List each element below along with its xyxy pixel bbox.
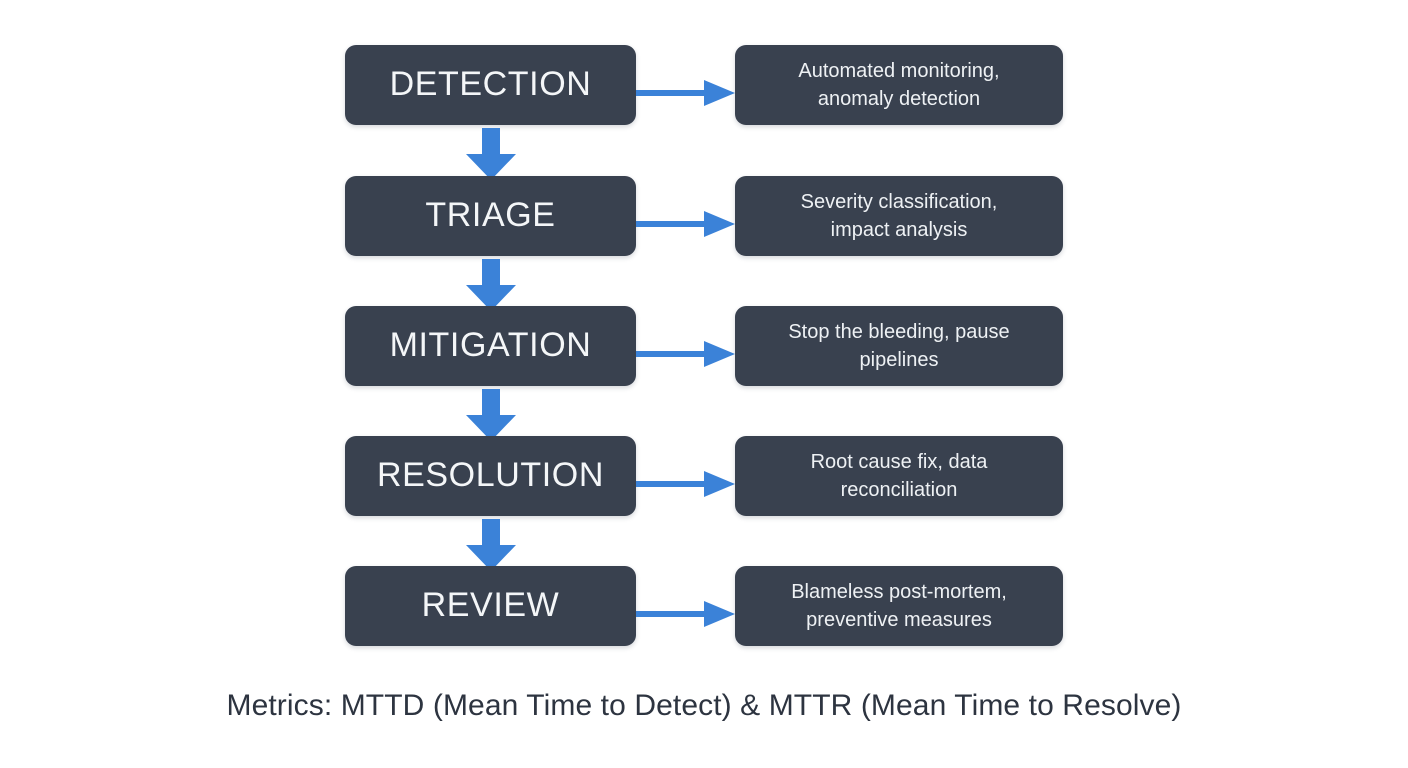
detail-label-triage: Severity classification,impact analysis	[800, 190, 998, 241]
stage-label-resolution: RESOLUTION	[376, 456, 605, 495]
arrow-resolution-to-detail-icon	[636, 471, 735, 497]
metrics-caption: Metrics: MTTD (Mean Time to Detect) & MT…	[226, 689, 1182, 722]
flow-row-review: REVIEW Blameless post-mortem,preventive …	[0, 566, 1408, 646]
stage-box-triage[interactable]: TRIAGE	[345, 176, 636, 256]
arrow-detection-to-triage-icon	[466, 128, 516, 180]
detail-box-review[interactable]: Blameless post-mortem,preventive measure…	[735, 566, 1063, 646]
detail-box-triage[interactable]: Severity classification,impact analysis	[735, 176, 1063, 256]
stage-box-mitigation[interactable]: MITIGATION	[345, 306, 636, 386]
detail-label-detection: Automated monitoring,anomaly detection	[798, 59, 1000, 110]
detail-label-review: Blameless post-mortem,preventive measure…	[791, 580, 1007, 631]
arrow-mitigation-to-detail-icon	[636, 341, 735, 367]
flow-row-detection: DETECTION Automated monitoring,anomaly d…	[0, 45, 1408, 125]
arrow-triage-to-mitigation-icon	[466, 259, 516, 311]
stage-box-detection[interactable]: DETECTION	[345, 45, 636, 125]
stage-label-review: REVIEW	[421, 586, 560, 625]
arrow-review-to-detail-icon	[636, 601, 735, 627]
stage-label-triage: TRIAGE	[425, 196, 556, 235]
flow-row-triage: TRIAGE Severity classification,impact an…	[0, 176, 1408, 256]
stage-box-review[interactable]: REVIEW	[345, 566, 636, 646]
arrow-detection-to-detail-icon	[636, 80, 735, 106]
stage-label-detection: DETECTION	[389, 65, 592, 104]
arrow-resolution-to-review-icon	[466, 519, 516, 571]
detail-box-detection[interactable]: Automated monitoring,anomaly detection	[735, 45, 1063, 125]
stage-label-mitigation: MITIGATION	[389, 326, 592, 365]
arrow-triage-to-detail-icon	[636, 211, 735, 237]
arrow-mitigation-to-resolution-icon	[466, 389, 516, 441]
stage-box-resolution[interactable]: RESOLUTION	[345, 436, 636, 516]
